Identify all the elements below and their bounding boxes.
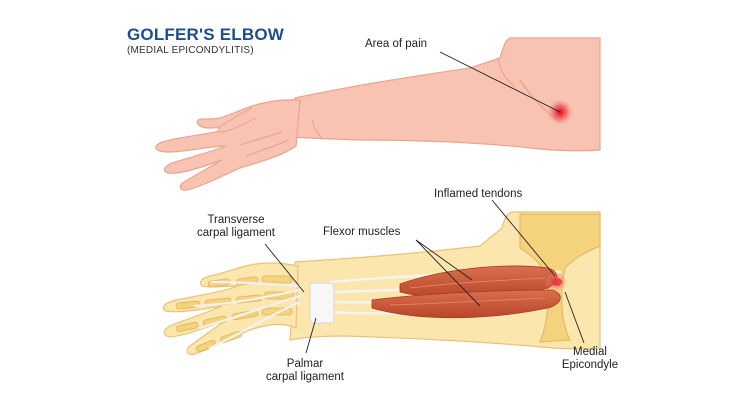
leader-lines (264, 199, 585, 354)
label-medial-line2: Epicondyle (561, 359, 619, 371)
transverse-carpal-ligament (309, 282, 335, 324)
label-flexor-muscles: Flexor muscles (323, 226, 401, 238)
label-medial-line1: Medial (573, 346, 607, 358)
label-palmar-line1: Palmar (286, 358, 324, 370)
arm-skin-illustration (155, 37, 601, 191)
label-transverse-carpal-ligament: Transverse carpal ligament (186, 214, 286, 240)
label-transverse-line2: carpal ligament (197, 227, 275, 239)
label-palmar-line2: carpal ligament (266, 371, 344, 383)
page-subtitle: (MEDIAL EPICONDYLITIS) (127, 45, 254, 56)
label-area-of-pain: Area of pain (365, 38, 428, 50)
flexor-muscle-lower (371, 289, 561, 319)
area-of-pain-leader (439, 51, 561, 113)
label-transverse-line1: Transverse (207, 214, 265, 226)
label-inflamed-tendons: Inflamed tendons (434, 188, 523, 200)
label-medial-epicondyle: Medial Epicondyle (552, 346, 628, 372)
arm-anatomy-illustration (162, 211, 601, 356)
label-palmar-carpal-ligament: Palmar carpal ligament (255, 358, 355, 384)
page-title: GOLFER'S ELBOW (127, 25, 285, 44)
